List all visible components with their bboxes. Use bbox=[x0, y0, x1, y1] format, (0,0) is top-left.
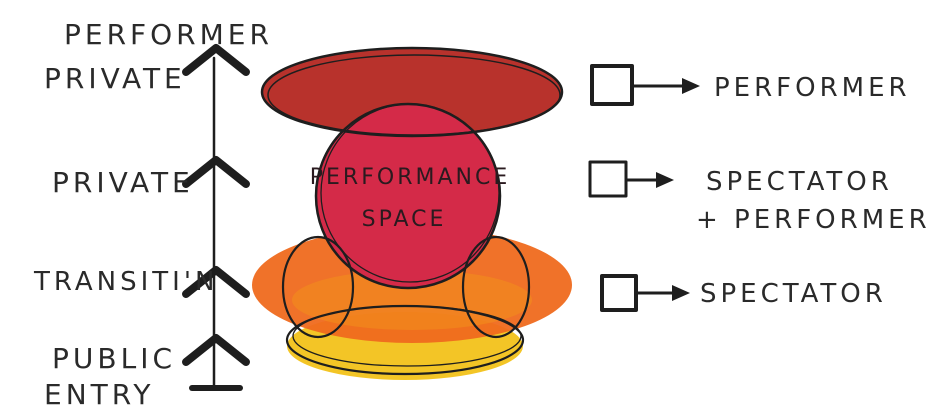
legend-label-spectator: SPECTATOR bbox=[700, 279, 887, 309]
legend-label-spectator-performer-line-1: SPECTATOR bbox=[706, 167, 893, 197]
performer-zone bbox=[262, 48, 562, 136]
right-booth-outline bbox=[461, 235, 531, 339]
performer-zone-outline bbox=[260, 46, 564, 138]
legend-label-performer: PERFORMER bbox=[714, 73, 911, 103]
left-booth-outline bbox=[281, 235, 355, 339]
label-transition: TRANSITI'N bbox=[33, 267, 218, 297]
legend-arrowhead-performer bbox=[682, 78, 700, 94]
legend-box-performer bbox=[590, 64, 634, 106]
legend-box-spectator-performer bbox=[588, 160, 628, 198]
label-private: PRIVATE bbox=[52, 166, 194, 199]
entry-zone-outline-2 bbox=[292, 305, 522, 367]
center-label-line-2: SPACE bbox=[362, 207, 447, 232]
legend-arrowhead-spectator bbox=[672, 285, 690, 301]
label-public-entry-line-2: ENTRY bbox=[44, 378, 155, 411]
label-performer-private-line-1: PERFORMER bbox=[64, 18, 273, 51]
legend-arrowhead-spectator-performer bbox=[656, 172, 674, 188]
performer-zone-outline-2 bbox=[267, 54, 561, 136]
legend-label-spectator-performer-line-2: + PERFORMER bbox=[696, 205, 931, 235]
label-public-entry-line-1: PUBLIC bbox=[52, 342, 176, 375]
center-label-line-1: PERFORMANCE bbox=[310, 165, 510, 190]
chevron-transition bbox=[182, 266, 250, 298]
label-performer-private-line-2: PRIVATE bbox=[44, 62, 186, 95]
performance-space-outline-2 bbox=[320, 103, 500, 283]
chevron-public-entry bbox=[182, 334, 250, 366]
performance-space bbox=[316, 104, 500, 288]
legend-box-spectator bbox=[600, 274, 638, 312]
chevron-performer-private bbox=[182, 44, 250, 76]
chevron-private bbox=[182, 156, 250, 188]
